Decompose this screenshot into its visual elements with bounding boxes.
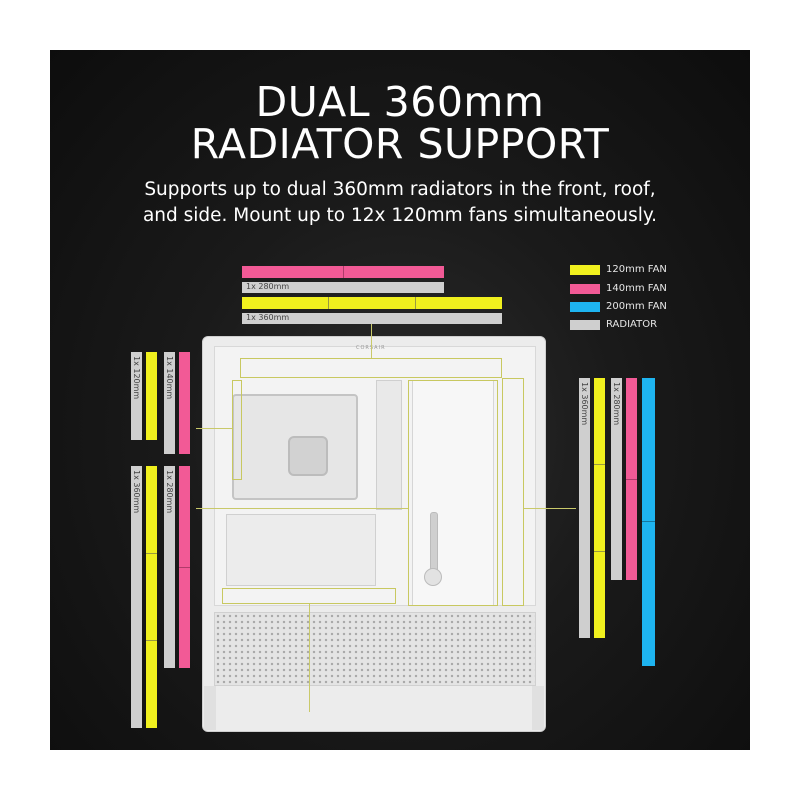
subtitle-line-2: and side. Mount up to 12x 120mm fans sim… — [142, 205, 658, 226]
top-140mm-fan-bar — [242, 266, 444, 278]
top-120mm-fan-bar — [242, 297, 502, 309]
right-280mm-radiator-bar: 1x 280mm — [611, 378, 622, 580]
subtitle-line-1: Supports up to dual 360mm radiators in t… — [144, 179, 656, 200]
right-360mm-radiator-bar: 1x 360mm — [579, 378, 590, 638]
legend-label-120mm: 120mm FAN — [606, 264, 667, 275]
thumbscrew — [424, 568, 442, 586]
left-360mm-radiator-bar: 1x 360mm — [131, 466, 142, 728]
title-line-1: DUAL 360mm — [255, 78, 545, 126]
left-120mm-fan-bar — [146, 352, 157, 440]
case-foot-left — [204, 686, 216, 730]
legend-swatch-120mm — [570, 265, 600, 275]
left-360mm-fan-bar — [146, 466, 157, 728]
legend-label-200mm: 200mm FAN — [606, 301, 667, 312]
top-360mm-label: 1x 360mm — [246, 313, 290, 322]
left-140mm-fan-bar — [179, 352, 190, 454]
front-mount-guide — [502, 378, 524, 606]
legend-swatch-140mm — [570, 284, 600, 294]
top-280mm-radiator-bar: 1x 280mm — [242, 282, 444, 293]
top-360mm-radiator-bar: 1x 360mm — [242, 313, 502, 324]
legend-swatch-200mm — [570, 302, 600, 312]
right-guide-line — [524, 508, 576, 509]
lower-motherboard-area — [226, 514, 376, 586]
left-280mm-radiator-bar: 1x 280mm — [164, 466, 175, 668]
left-280mm-label: 1x 280mm — [165, 470, 174, 514]
right-200mm-fan-bar — [642, 378, 655, 666]
right-360mm-fan-bar — [594, 378, 605, 638]
cable-cover — [376, 380, 402, 510]
bottom-guide-line — [309, 604, 310, 712]
right-360mm-label: 1x 360mm — [580, 382, 589, 426]
left-140mm-radiator-bar: 1x 140mm — [164, 352, 175, 454]
top-280mm-label: 1x 280mm — [246, 282, 290, 291]
left-120mm-label: 1x 120mm — [132, 356, 141, 400]
bottom-mount-guide — [222, 588, 396, 604]
rear-panel — [412, 380, 494, 606]
corsair-logo: CORSAIR — [356, 345, 386, 351]
side-mount-guide — [408, 380, 498, 606]
top-guide-line — [371, 324, 372, 358]
psu-shroud-mesh — [214, 612, 536, 686]
case-foot-right — [532, 686, 544, 730]
right-280mm-label: 1x 280mm — [612, 382, 621, 426]
left-lower-guide-line — [196, 508, 408, 509]
legend-label-140mm: 140mm FAN — [606, 283, 667, 294]
rear-mount-guide — [232, 380, 242, 480]
legend-label-radiator: RADIATOR — [606, 319, 658, 330]
left-120mm-radiator-bar: 1x 120mm — [131, 352, 142, 440]
right-280mm-fan-bar — [626, 378, 637, 580]
left-360mm-label: 1x 360mm — [132, 470, 141, 514]
top-mount-guide — [240, 358, 502, 378]
left-280mm-fan-bar — [179, 466, 190, 668]
title-line-2: RADIATOR SUPPORT — [190, 120, 610, 168]
left-140mm-label: 1x 140mm — [165, 356, 174, 400]
left-upper-guide-line — [196, 428, 232, 429]
cpu-cutout — [288, 436, 328, 476]
legend-swatch-radiator — [570, 320, 600, 330]
